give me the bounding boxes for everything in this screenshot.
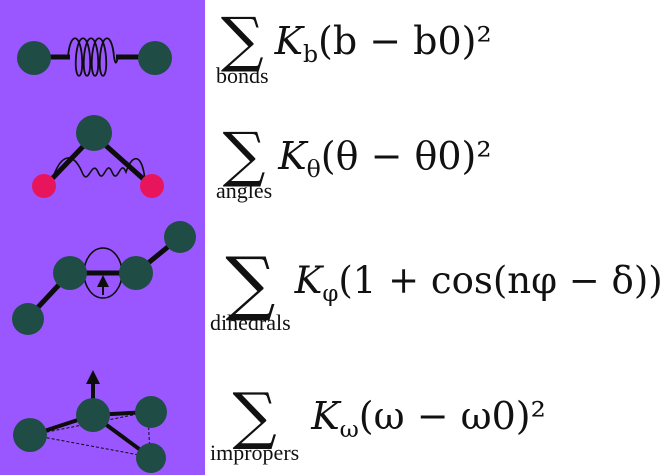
term-expression: (ω − ω0)²	[358, 394, 546, 438]
atom	[135, 396, 167, 428]
bonds-equation: ∑ bonds Kb(b − b0)²	[216, 10, 492, 87]
spring-coil	[67, 37, 119, 77]
atom	[164, 221, 196, 253]
coefficient: K	[278, 134, 307, 178]
summation: ∑ impropers	[210, 385, 299, 464]
arrow-up-icon	[97, 275, 109, 287]
sum-subscript-label: dihedrals	[210, 310, 291, 335]
atom	[32, 174, 56, 198]
atom	[76, 398, 110, 432]
atom	[13, 418, 47, 452]
sigma-symbol: ∑	[232, 379, 277, 452]
energy-term: Kθ(θ − θ0)²	[278, 134, 492, 181]
coefficient-subscript: φ	[322, 281, 339, 308]
atom	[12, 303, 44, 335]
atom	[136, 443, 166, 473]
atom	[140, 174, 164, 198]
bond-stretch-icon	[17, 37, 172, 77]
coefficient: K	[311, 394, 340, 438]
summation: ∑ bonds	[216, 10, 269, 87]
improper-torsion-icon	[13, 370, 167, 473]
term-expression: (b − b0)²	[318, 19, 492, 63]
atom	[119, 256, 153, 290]
sigma-symbol: ∑	[225, 242, 276, 324]
coefficient-subscript: b	[302, 40, 319, 69]
energy-term: Kω(ω − ω0)²	[311, 394, 546, 441]
term-expression: (1 + cos(nφ − δ))	[338, 259, 663, 302]
angles-equation: ∑ angles Kθ(θ − θ0)²	[216, 125, 492, 202]
atom	[53, 256, 87, 290]
sum-subscript-label: impropers	[210, 440, 300, 465]
atom	[17, 41, 51, 75]
dihedrals-equation: ∑ dihedrals Kφ(1 + cos(nφ − δ))	[210, 248, 663, 334]
sum-subscript-label: angles	[216, 178, 273, 203]
summation: ∑ angles	[216, 125, 272, 202]
sum-subscript-label: bonds	[216, 63, 269, 88]
summation: ∑ dihedrals	[210, 248, 291, 334]
dihedral-torsion-icon	[12, 221, 196, 335]
coefficient-subscript: θ	[306, 155, 321, 184]
impropers-equation: ∑ impropers Kω(ω − ω0)²	[210, 385, 546, 464]
atom	[76, 115, 112, 151]
term-expression: (θ − θ0)²	[320, 134, 492, 178]
coefficient-subscript: ω	[339, 415, 359, 444]
atom	[138, 41, 172, 75]
angle-bend-icon	[32, 115, 164, 198]
energy-term: Kb(b − b0)²	[274, 19, 492, 66]
sigma-symbol: ∑	[222, 120, 266, 190]
arrow-up-icon	[86, 370, 100, 384]
sigma-symbol: ∑	[220, 5, 264, 75]
spring-coil	[51, 157, 146, 181]
coefficient: K	[294, 259, 323, 302]
coefficient: K	[274, 19, 303, 63]
energy-term: Kφ(1 + cos(nφ − δ))	[294, 259, 663, 305]
